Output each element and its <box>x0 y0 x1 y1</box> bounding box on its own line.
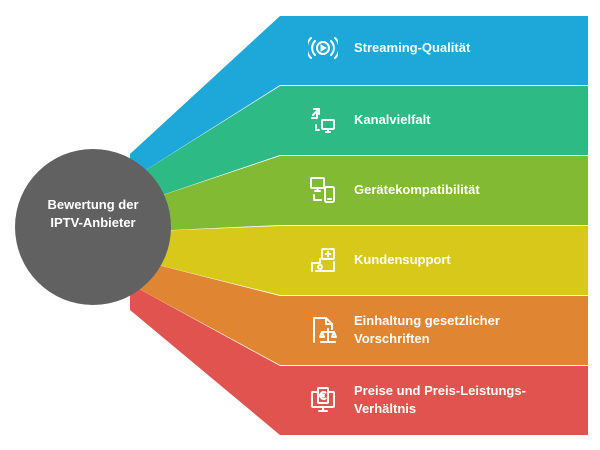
band-5 <box>130 258 588 365</box>
band-customer-support: Kundensupport <box>306 234 586 286</box>
band-label-line1: Kundensupport <box>354 252 451 267</box>
band-label: Einhaltung gesetzlicher Vorschriften <box>354 312 500 348</box>
band-label-line2: Vorschriften <box>354 331 430 346</box>
center-label-line1: Bewertung der <box>47 197 139 212</box>
legal-document-icon <box>306 313 340 347</box>
band-4 <box>130 226 588 295</box>
band-label: Kanalvielfalt <box>354 111 431 129</box>
band-label: Preise und Preis-Leistungs- Verhältnis <box>354 382 526 418</box>
band-3 <box>130 156 588 232</box>
euro-monitor-icon <box>306 383 340 417</box>
devices-icon <box>306 173 340 207</box>
band-label-line1: Einhaltung gesetzlicher <box>354 313 500 328</box>
center-label-line2: IPTV-Anbieter <box>50 215 136 230</box>
band-streaming-quality: Streaming-Qualität <box>306 22 586 74</box>
band-label-line1: Streaming-Qualität <box>354 40 471 55</box>
band-legal-compliance: Einhaltung gesetzlicher Vorschriften <box>306 304 586 356</box>
streaming-icon <box>306 31 340 65</box>
band-label-line1: Gerätekompatibilität <box>354 182 480 197</box>
band-1 <box>130 16 588 180</box>
band-channel-variety: Kanalvielfalt <box>306 94 586 146</box>
support-icon <box>306 243 340 277</box>
band-label-line1: Preise und Preis-Leistungs- <box>354 383 526 398</box>
center-label: Bewertung der IPTV-Anbieter <box>18 196 168 232</box>
band-device-compatibility: Gerätekompatibilität <box>306 164 586 216</box>
band-label: Kundensupport <box>354 251 451 269</box>
band-pricing-value: Preise und Preis-Leistungs- Verhältnis <box>306 374 586 426</box>
band-6 <box>130 284 588 435</box>
band-2 <box>130 86 588 206</box>
band-label: Gerätekompatibilität <box>354 181 480 199</box>
band-label-line2: Verhältnis <box>354 401 417 416</box>
center-circle <box>15 149 171 305</box>
band-label-line1: Kanalvielfalt <box>354 112 431 127</box>
channel-switch-icon <box>306 103 340 137</box>
band-label: Streaming-Qualität <box>354 39 470 57</box>
